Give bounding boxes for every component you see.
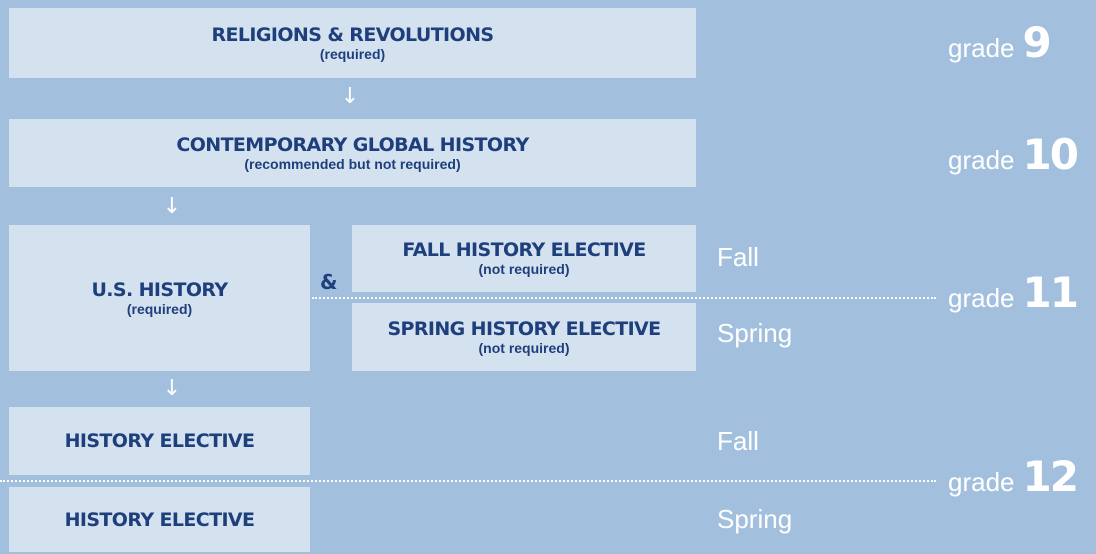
grade-label-12: grade 12 bbox=[948, 452, 1079, 501]
course-title: HISTORY ELECTIVE bbox=[64, 508, 255, 531]
term-label-fall: Fall bbox=[717, 426, 759, 456]
down-arrow-icon: ↓ bbox=[162, 376, 182, 401]
and-connector: & bbox=[320, 270, 338, 294]
grade-label-10: grade 10 bbox=[948, 130, 1079, 179]
grade-number: 10 bbox=[1022, 130, 1079, 179]
grade-word: grade bbox=[948, 283, 1015, 313]
grade-word: grade bbox=[948, 33, 1015, 63]
course-title: CONTEMPORARY GLOBAL HISTORY bbox=[176, 133, 529, 156]
term-label-spring: Spring bbox=[717, 504, 793, 534]
course-history-elective-spring: HISTORY ELECTIVE bbox=[9, 487, 310, 552]
course-note: (not required) bbox=[478, 261, 570, 277]
course-note: (recommended but not required) bbox=[244, 155, 461, 172]
course-spring-history-elective: SPRING HISTORY ELECTIVE (not required) bbox=[352, 303, 696, 371]
course-title: RELIGIONS & REVOLUTIONS bbox=[211, 23, 495, 46]
term-label-fall: Fall bbox=[717, 242, 759, 272]
course-note: (not required) bbox=[478, 339, 570, 356]
course-history-elective-fall: HISTORY ELECTIVE bbox=[9, 407, 310, 475]
course-title: U.S. HISTORY bbox=[91, 278, 228, 301]
divider-line bbox=[0, 480, 936, 482]
down-arrow-icon: ↓ bbox=[340, 84, 360, 109]
course-title: FALL HISTORY ELECTIVE bbox=[402, 239, 646, 261]
course-note: (required) bbox=[126, 300, 193, 317]
down-arrow-icon: ↓ bbox=[162, 194, 182, 219]
grade-word: grade bbox=[948, 145, 1015, 175]
course-fall-history-elective: FALL HISTORY ELECTIVE (not required) bbox=[352, 225, 696, 292]
course-religions-revolutions: RELIGIONS & REVOLUTIONS (required) bbox=[9, 8, 696, 78]
grade-label-9: grade 9 bbox=[948, 18, 1052, 67]
grade-number: 12 bbox=[1022, 452, 1079, 501]
grade-word: grade bbox=[948, 467, 1015, 497]
term-label-spring: Spring bbox=[717, 318, 793, 348]
divider-line bbox=[312, 297, 936, 299]
course-contemporary-global-history: CONTEMPORARY GLOBAL HISTORY (recommended… bbox=[9, 119, 696, 187]
course-title: SPRING HISTORY ELECTIVE bbox=[387, 317, 661, 340]
course-us-history: U.S. HISTORY (required) bbox=[9, 225, 310, 371]
grade-number: 9 bbox=[1022, 18, 1052, 67]
course-note: (required) bbox=[319, 45, 386, 62]
grade-number: 11 bbox=[1022, 268, 1079, 317]
course-title: HISTORY ELECTIVE bbox=[64, 430, 255, 452]
grade-label-11: grade 11 bbox=[948, 268, 1079, 317]
